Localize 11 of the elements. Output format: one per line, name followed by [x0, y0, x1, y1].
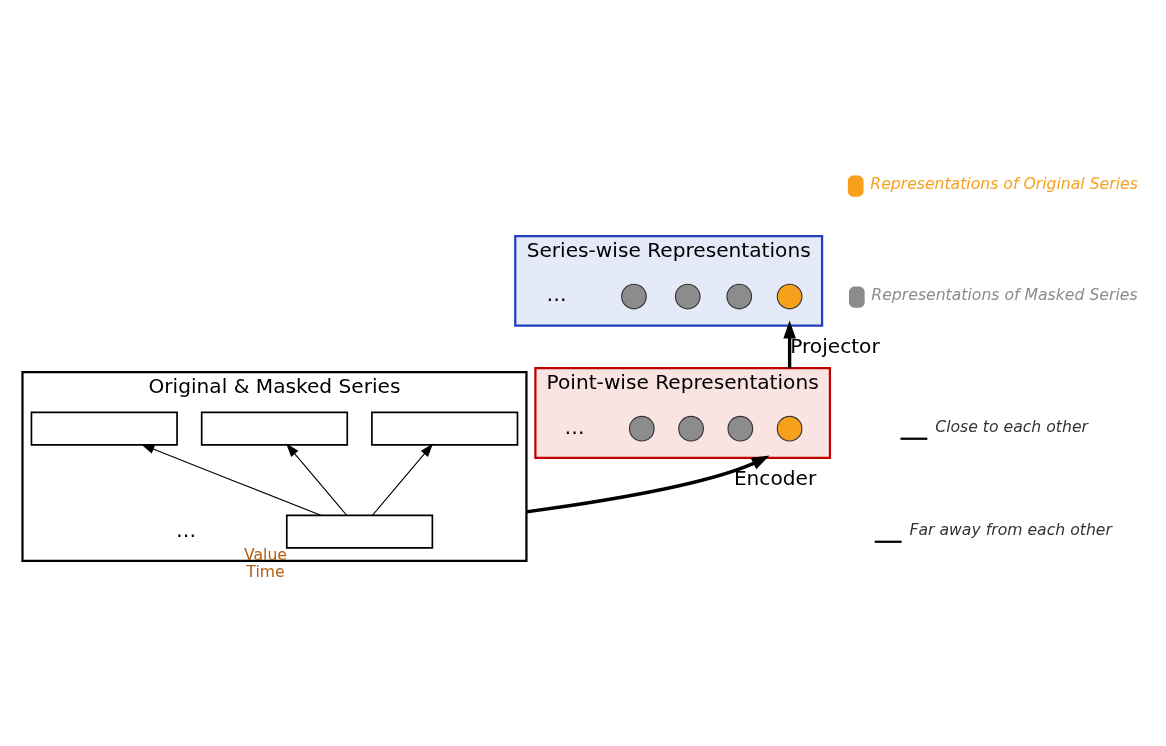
node-label: Time [246, 561, 285, 581]
legend-label: Close to each other [935, 416, 1088, 436]
label: … [546, 281, 567, 306]
label: … [564, 414, 585, 439]
edge-label: Encoder [733, 465, 817, 490]
legend-label: Far away from each other [909, 519, 1112, 539]
node-label: Value [244, 544, 288, 564]
legend-label: Representations of Masked Series [871, 284, 1138, 304]
legend-label: Representations of Original Series [870, 173, 1138, 193]
label: … [175, 517, 197, 542]
edge-label: Projector [790, 333, 880, 358]
